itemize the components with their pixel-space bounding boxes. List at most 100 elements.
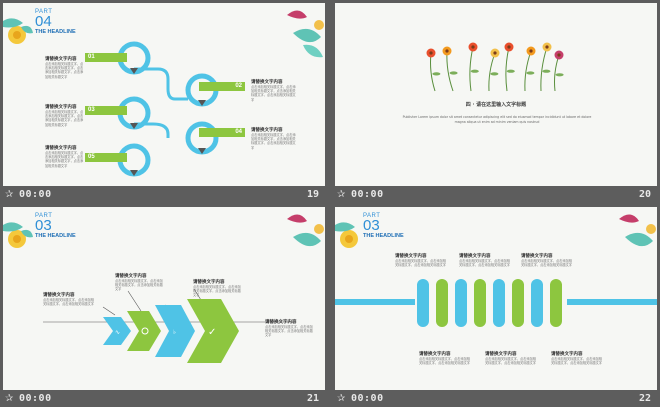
star-icon[interactable]: ✰ (5, 393, 14, 404)
text-block: 请替换文字内容 点击添加相关标题文字，点击添加相关标题文字，点击添加相关标题文字… (45, 56, 85, 79)
item-title: 请替换文字内容 (419, 352, 451, 357)
slide-number: 19 (306, 189, 319, 200)
chevron-3 (155, 305, 195, 357)
item-title: 请替换文字内容 (459, 254, 491, 259)
item-text: 点击添加相关标题文字，点击添加相关标题文字，点击添加相关标题文字 (485, 357, 536, 366)
flower-icon (426, 42, 564, 92)
item-title: 请替换文字内容 (43, 293, 75, 298)
flower-icon (335, 222, 358, 248)
slide-paragraph: Publisher Lorem ipsum dolor sit amet con… (402, 115, 592, 124)
item-title: 请替换文字内容 (193, 280, 225, 285)
star-icon[interactable]: ✰ (5, 189, 14, 200)
slide-timing: 00:00 (19, 189, 52, 200)
star-icon[interactable]: ✰ (337, 189, 346, 200)
ribbon-loop (531, 279, 543, 327)
step-tag: 02 (199, 82, 245, 91)
slide-canvas: 四 · 请在这里输入文字标题 Publisher Lorem ipsum dol… (335, 3, 657, 186)
slide-timing: 00:00 (351, 189, 384, 200)
text-block: 请替换文字内容 点击添加相关标题文字，点击添加相关标题文字，点击添加相关标题文字 (419, 351, 471, 365)
item-title: 请替换文字内容 (521, 254, 553, 259)
item-text: 点击添加相关标题文字，点击添加相关标题文字，点击添加相关标题文字 (43, 298, 94, 307)
item-title: 请替换文字内容 (251, 128, 283, 133)
part-headline: THE HEADLINE (35, 29, 76, 35)
item-text: 点击添加相关标题文字，点击添加相关标题文字，点击添加相关标题文字 (419, 357, 470, 366)
item-text: 点击添加相关标题文字，点击添加相关标题文字，点击添加相关标题文字 (193, 285, 241, 298)
item-title: 请替换文字内容 (45, 146, 77, 151)
text-block: 请替换文字内容 点击添加相关标题文字，点击添加相关标题文字，点击添加相关标题文字 (193, 279, 243, 298)
ring-pointer (198, 148, 206, 154)
slide-thumbnail-20[interactable]: 四 · 请在这里输入文字标题 Publisher Lorem ipsum dol… (335, 3, 657, 203)
flower-icon (619, 214, 656, 247)
flower-icon (287, 214, 324, 247)
pulse-icon: ∿ (115, 329, 120, 336)
item-text: 点击添加相关标题文字，点击添加相关标题文字，点击添加相关标题文字 (115, 279, 163, 292)
ring-pointer (130, 123, 138, 129)
text-block: 请替换文字内容 点击添加相关标题文字，点击添加相关标题文字，点击添加相关标题文字 (395, 253, 447, 267)
part-number: 03 (35, 217, 52, 234)
flower-icon (3, 222, 33, 248)
slide-canvas: PART 03 THE HEADLINE 请替换文字内容 点击添加相关标题文字，… (335, 207, 657, 390)
slide-number: 22 (638, 393, 651, 404)
part-number: 04 (35, 13, 52, 30)
chat-icon: ♭ (173, 329, 176, 336)
part-block: PART 03 THE HEADLINE (363, 213, 404, 239)
ribbon-loop (417, 279, 429, 327)
text-block: 请替换文字内容 点击添加相关标题文字，点击添加相关标题文字，点击添加相关标题文字 (485, 351, 537, 365)
star-icon[interactable]: ✰ (337, 393, 346, 404)
slide-footer: ✰ 00:00 20 (335, 186, 657, 203)
item-title: 请替换文字内容 (265, 320, 297, 325)
part-label: PART (35, 213, 53, 219)
item-title: 请替换文字内容 (251, 80, 283, 85)
flower-icon (3, 18, 33, 44)
text-block: 请替换文字内容 点击添加相关标题文字，点击添加相关标题文字，点击添加相关标题文字… (251, 127, 296, 150)
ribbon-loop (436, 279, 448, 327)
ribbon-loop (474, 279, 486, 327)
item-text: 点击添加相关标题文字，点击添加相关标题文字，点击添加相关标题文字 (551, 357, 602, 366)
part-label: PART (35, 9, 53, 15)
ribbon-loop (550, 279, 562, 327)
slide-21-graphics: ∿ ♭ ✓ (3, 214, 324, 363)
check-icon: ✓ (208, 327, 216, 338)
slide-footer: ✰ 00:00 22 (335, 390, 657, 407)
slide-footer: ✰ 00:00 21 (3, 390, 325, 407)
item-title: 请替换文字内容 (45, 105, 77, 110)
flower-icon (287, 10, 324, 58)
slide-19-graphics (3, 10, 324, 177)
step-tag: 01 (85, 53, 127, 62)
step-tag: 03 (85, 106, 127, 115)
gear-icon (141, 327, 149, 335)
slide-thumbnail-19[interactable]: PART 04 THE HEADLINE 请替换文字内容 点击添加相关标题文字，… (3, 3, 325, 203)
text-block: 请替换文字内容 点击添加相关标题文字，点击添加相关标题文字，点击添加相关标题文字… (251, 79, 296, 102)
slide-title: 四 · 请在这里输入文字标题 (465, 102, 527, 108)
ring-pointer (130, 170, 138, 176)
ring-group (117, 41, 219, 177)
part-number: 03 (363, 217, 380, 234)
item-text: 点击添加相关标题文字，点击添加相关标题文字，点击添加相关标题文字 (459, 259, 510, 268)
ribbon-loop (455, 279, 467, 327)
slide-footer: ✰ 00:00 19 (3, 186, 325, 203)
text-block: 请替换文字内容 点击添加相关标题文字，点击添加相关标题文字，点击添加相关标题文字 (459, 253, 511, 267)
step-tag: 05 (85, 153, 127, 162)
ring-pointer (130, 68, 138, 74)
slide-canvas: PART 04 THE HEADLINE 请替换文字内容 点击添加相关标题文字，… (3, 3, 325, 186)
ribbon-loop (512, 279, 524, 327)
item-text: 点击添加相关标题文字，点击添加相关标题文字，点击添加相关标题文字 (265, 325, 313, 338)
slide-timing: 00:00 (19, 393, 52, 404)
item-title: 请替换文字内容 (485, 352, 517, 357)
text-block: 请替换文字内容 点击添加相关标题文字，点击添加相关标题文字，点击添加相关标题文字 (551, 351, 603, 365)
item-text: 点击添加相关标题文字，点击添加相关标题文字，点击添加相关标题文字，点击添加相关标… (45, 110, 84, 127)
text-block: 请替换文字内容 点击添加相关标题文字，点击添加相关标题文字，点击添加相关标题文字 (115, 273, 165, 292)
item-text: 点击添加相关标题文字，点击添加相关标题文字，点击添加相关标题文字，点击添加相关标… (45, 151, 84, 168)
part-block: PART 03 THE HEADLINE (35, 213, 76, 239)
slide-thumbnail-21[interactable]: ∿ ♭ ✓ PART 03 THE HEADLINE 请替换文字内容 点击添加相… (3, 207, 325, 407)
text-block: 请替换文字内容 点击添加相关标题文字，点击添加相关标题文字，点击添加相关标题文字… (45, 104, 85, 127)
slide-number: 20 (638, 189, 651, 200)
chevron-1 (103, 317, 131, 345)
text-block: 请替换文字内容 点击添加相关标题文字，点击添加相关标题文字，点击添加相关标题文字… (45, 145, 85, 168)
slide-thumbnail-22[interactable]: PART 03 THE HEADLINE 请替换文字内容 点击添加相关标题文字，… (335, 207, 657, 407)
text-block: 请替换文字内容 点击添加相关标题文字，点击添加相关标题文字，点击添加相关标题文字 (521, 253, 573, 267)
ribbon-graphic (335, 279, 657, 327)
item-title: 请替换文字内容 (551, 352, 583, 357)
item-title: 请替换文字内容 (395, 254, 427, 259)
part-label: PART (363, 213, 381, 219)
